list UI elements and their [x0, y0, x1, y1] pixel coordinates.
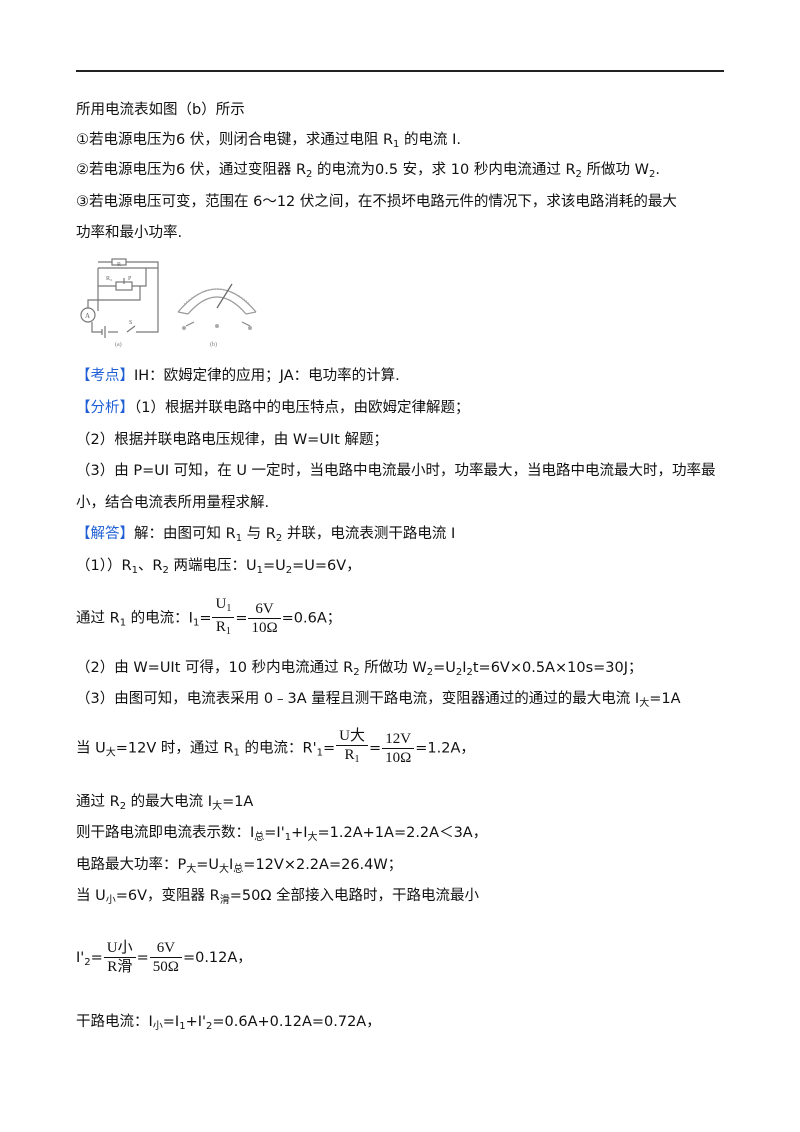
ammeter-label: A	[85, 312, 90, 320]
jieda-step-3: （3）由图可知，电流表采用 0﹣3A 量程且测干路电流，变阻器通过的通过的最大电…	[76, 691, 681, 709]
fenxi-line-1: 【分析】（1）根据并联电路中的电压特点，由欧姆定律解题；	[76, 400, 470, 416]
jieda-max-current: 通过 R2 的最大电流 I大=1A	[76, 794, 254, 812]
figure-b-label: (b)	[210, 341, 217, 348]
problem-line-0: 所用电流表如图（b）所示	[76, 102, 245, 118]
figure-a-label: (a)	[115, 341, 122, 348]
slider-p-label: P	[128, 276, 132, 282]
fenxi-line-3: （3）由 P=UI 可知，在 U 一定时，当电路中电流最小时，功率最大，当电路中…	[76, 463, 716, 479]
switch-s-label: S	[129, 320, 132, 326]
kaodian-line: 【考点】IH：欧姆定律的应用；JA：电功率的计算.	[76, 368, 400, 384]
resistor-r2-label: R₂	[106, 276, 112, 282]
jieda-min-total-current: 干路电流：I小=I1+I'2=0.6A+0.12A=0.72A，	[76, 1014, 381, 1032]
circuit-diagram-figure-a: R R₂ P A S (a)	[80, 258, 159, 348]
fenxi-tag: 【分析】	[76, 400, 134, 416]
jieda-min-voltage: 当 U小=6V，变阻器 R滑=50Ω 全部接入电路时，干路电流最小	[76, 888, 480, 906]
jieda-tag: 【解答】	[76, 526, 134, 542]
jieda-max-power: 电路最大功率：P大=U大I总=12V×2.2A=26.4W；	[76, 857, 403, 875]
header-rule	[76, 70, 724, 72]
problem-q2: ②若电源电压为6 伏，通过变阻器 R2 的电流为0.5 安，求 10 秒内电流通…	[76, 162, 660, 180]
problem-q1: ①若电源电压为6 伏，则闭合电键，求通过电阻 R1 的电流 I.	[76, 132, 462, 150]
jieda-step-1: （1））R1、R2 两端电压：U1=U2=U=6V，	[76, 558, 361, 576]
problem-q3-line1: ③若电源电压可变，范围在 6～12 伏之间，在不损坏电路元件的情况下，求该电路消…	[76, 194, 677, 210]
kaodian-tag: 【考点】	[76, 368, 134, 384]
resistor-r-label: R	[117, 262, 121, 268]
jieda-intro: 【解答】解：由图可知 R1 与 R2 并联，电流表测干路电流 I	[76, 526, 456, 544]
jieda-step-2: （2）由 W=UIt 可得，10 秒内电流通过 R2 所做功 W2=U2I2t=…	[76, 660, 643, 678]
jieda-total-current: 则干路电流即电流表示数：I总=I'1+I大=1.2A+1A=2.2A＜3A，	[76, 825, 488, 843]
fenxi-line-4: 小，结合电流表所用量程求解.	[76, 495, 270, 511]
fenxi-line-2: （2）根据并联电路电压规律，由 W=UIt 解题；	[76, 432, 389, 448]
ammeter-dial-figure-b: (b)	[177, 283, 257, 348]
problem-q3-line2: 功率和最小功率.	[76, 225, 183, 241]
